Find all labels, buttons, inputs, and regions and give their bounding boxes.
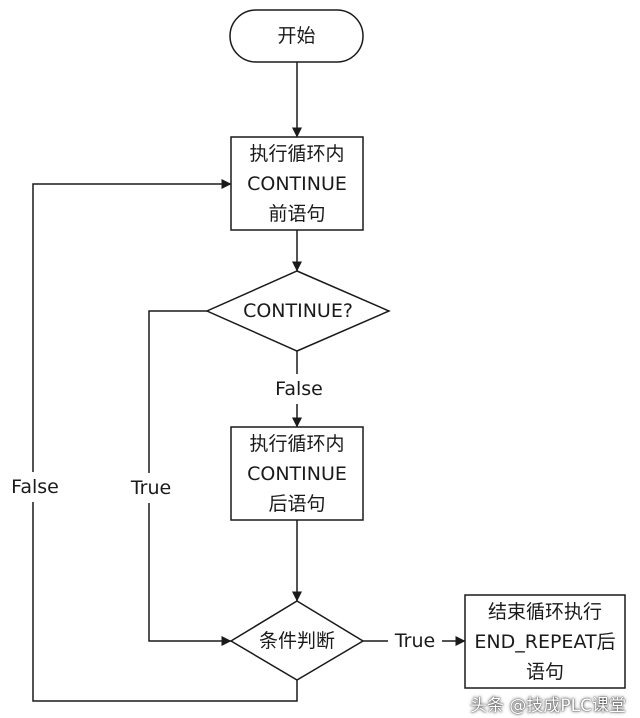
- pre-statement-line-1: 执行循环内: [249, 143, 345, 165]
- condition-true-label: True: [388, 626, 442, 656]
- pre-statement-box: [230, 136, 364, 231]
- end-statement-line-1: 结束循环执行: [487, 601, 602, 623]
- start-label: 开始: [277, 25, 316, 47]
- continue-decision-label: CONTINUE?: [243, 300, 353, 322]
- post-statement-line-1: 执行循环内: [249, 433, 345, 455]
- pre-statement-label: 执行循环内 CONTINUE 前语句: [231, 139, 363, 229]
- end-statement-line-3: 语句: [525, 661, 564, 683]
- post-statement-line-2: CONTINUE: [247, 463, 347, 485]
- end-statement-label: 结束循环执行 END_REPEAT后 语句: [465, 597, 625, 687]
- pre-statement-line-2: CONTINUE: [247, 173, 347, 195]
- watermark: 头条 @技成PLC课堂: [470, 696, 626, 716]
- continue-false-label: False: [270, 374, 328, 404]
- condition-decision-label: 条件判断: [258, 630, 335, 652]
- end-statement-box: [464, 594, 626, 689]
- post-statement-label: 执行循环内 CONTINUE 后语句: [231, 429, 363, 519]
- pre-statement-line-3: 前语句: [268, 203, 326, 225]
- post-statement-line-3: 后语句: [268, 493, 326, 515]
- end-statement-line-2: END_REPEAT后: [474, 631, 616, 653]
- continue-true-label: True: [124, 473, 178, 503]
- condition-false-loop-arrow: [32, 179, 298, 702]
- condition-false-label: False: [6, 472, 64, 502]
